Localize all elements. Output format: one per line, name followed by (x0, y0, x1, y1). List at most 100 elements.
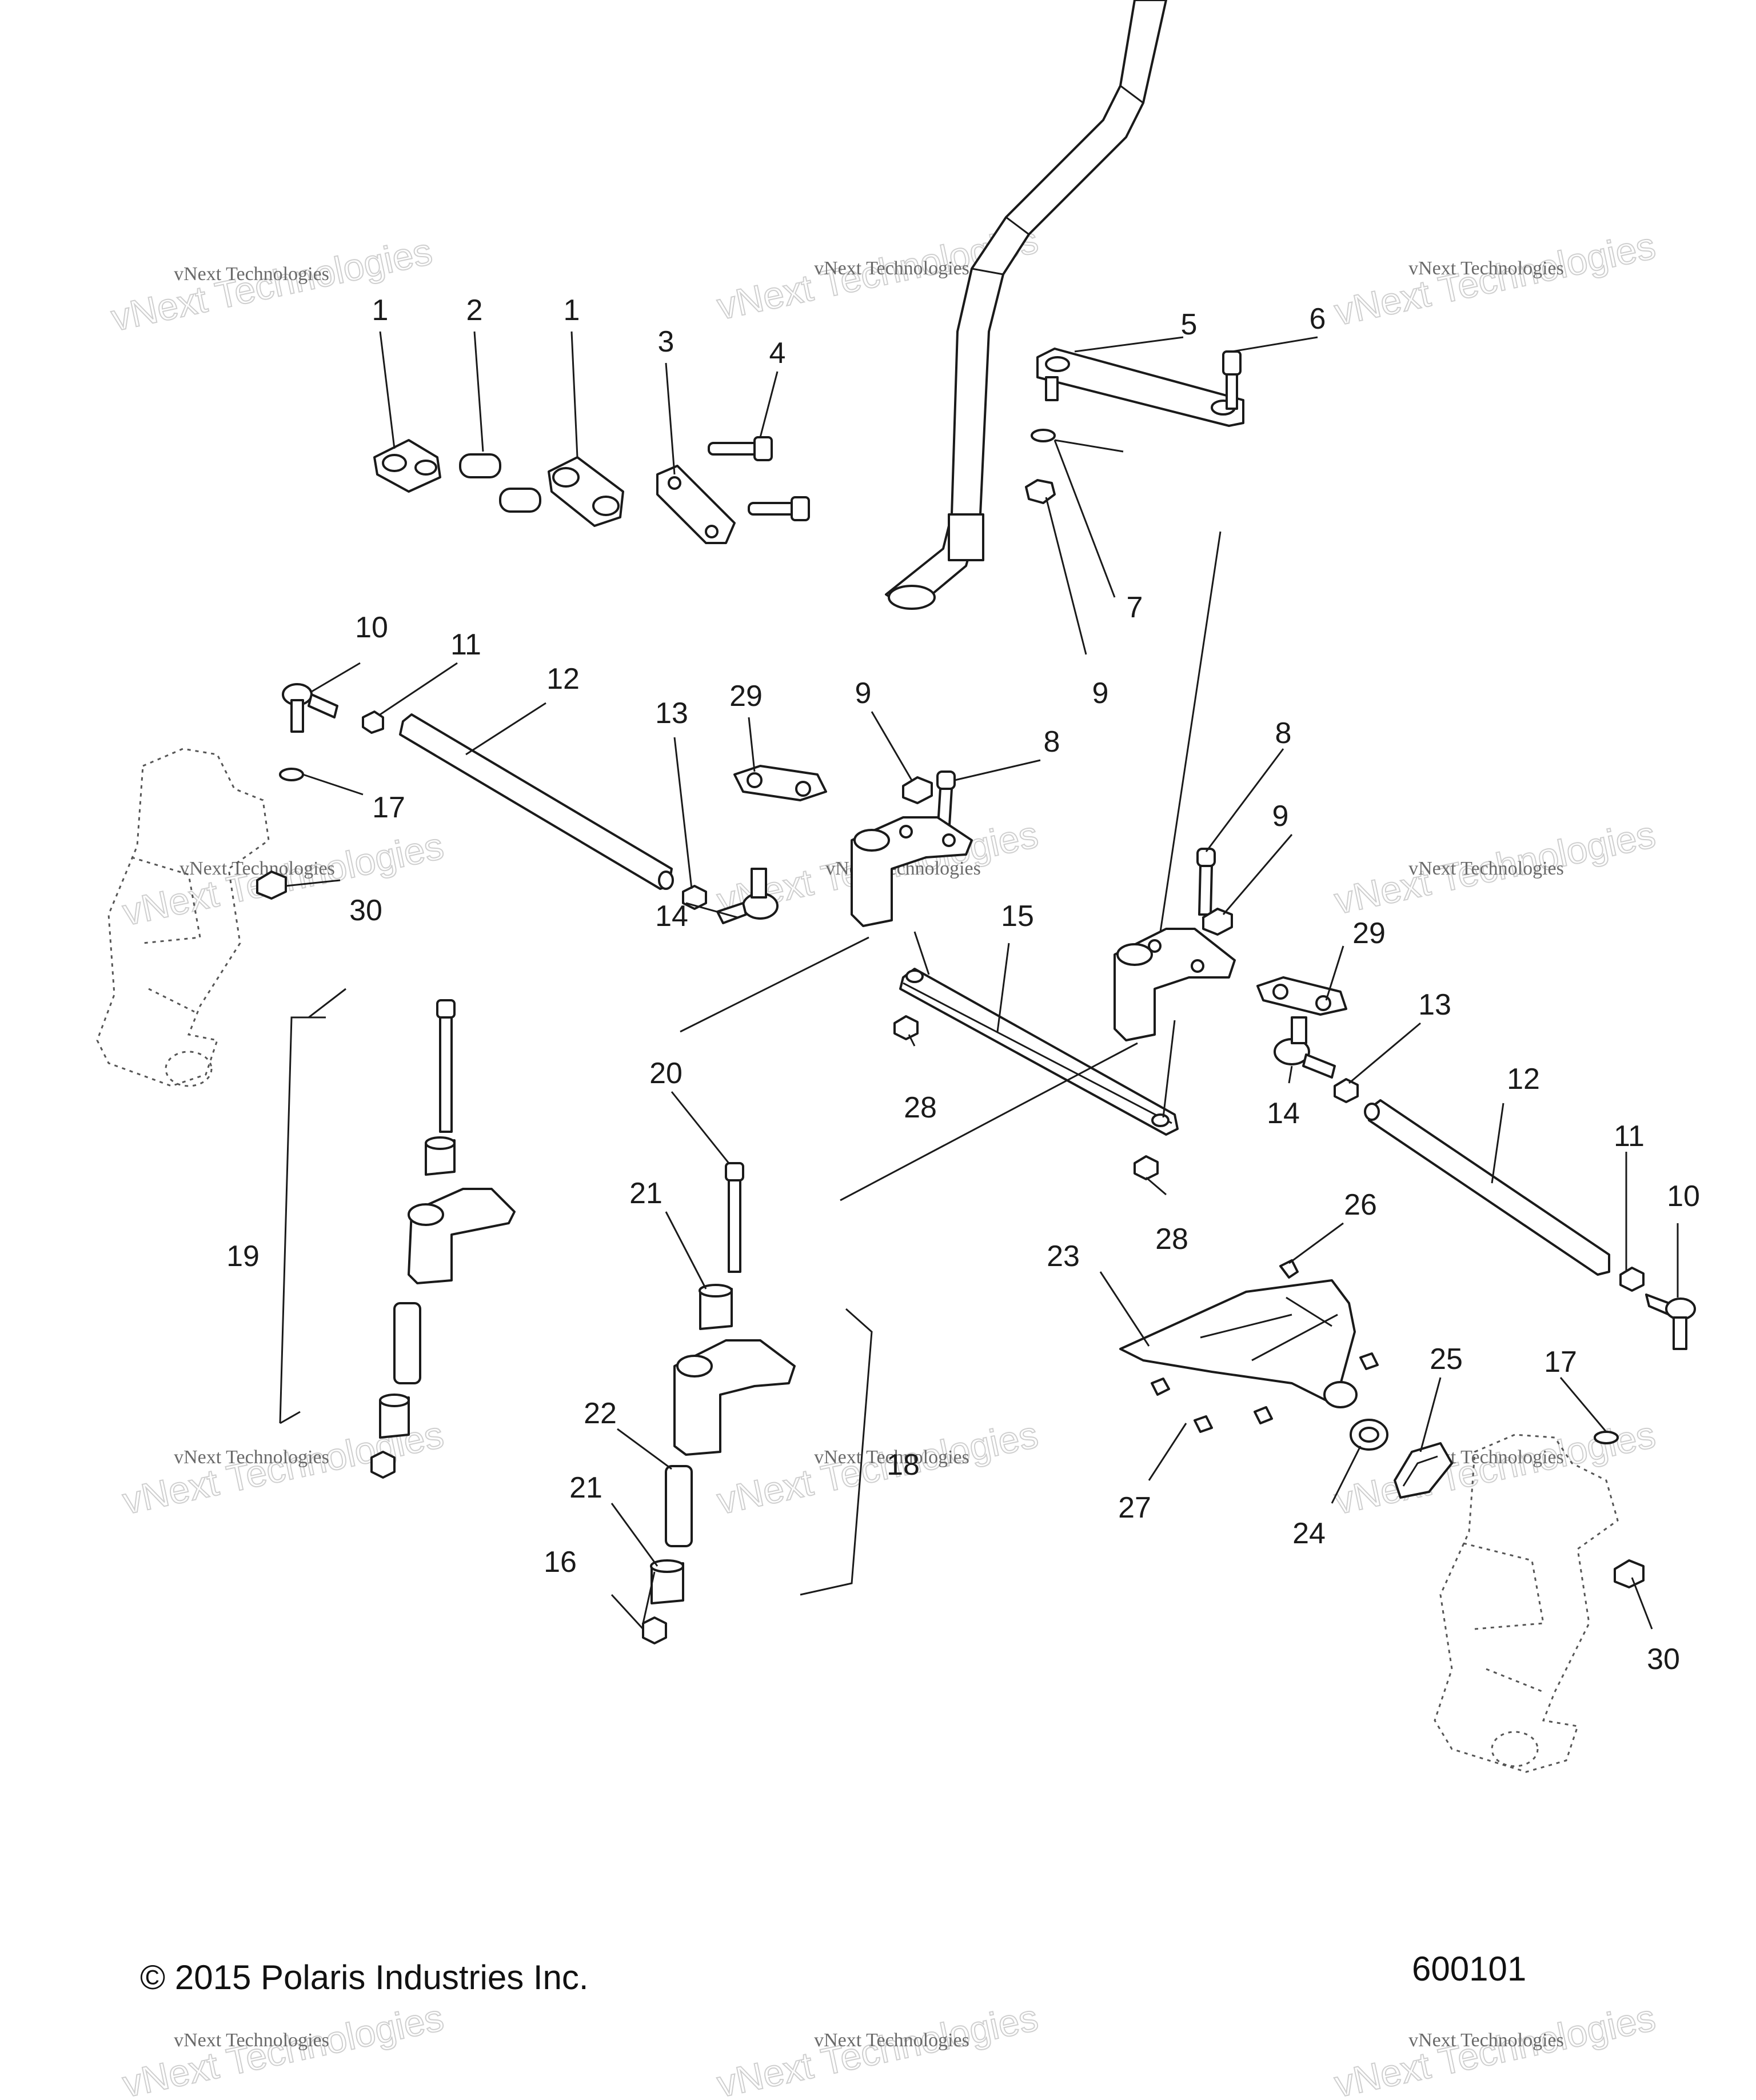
callout-18: 18 (887, 1448, 920, 1482)
plate-29-right (1256, 976, 1347, 1016)
callout-9-right: 9 (1272, 800, 1289, 833)
rivet-27-b (1194, 1415, 1213, 1433)
plate-3 (656, 465, 736, 544)
callout-13-left: 13 (655, 697, 688, 730)
idler-bracket-right (1114, 928, 1236, 1041)
callout-25: 25 (1430, 1343, 1463, 1376)
callout-21-lower: 21 (569, 1471, 602, 1504)
nut-9-mid (902, 776, 933, 804)
callout-12-right: 12 (1507, 1063, 1540, 1096)
pitman-arm (1036, 348, 1244, 427)
callout-13-right: 13 (1418, 988, 1451, 1021)
callout-8-mid: 8 (1044, 725, 1060, 758)
drag-link-15 (899, 968, 1179, 1136)
callout-29-right: 29 (1352, 917, 1386, 950)
diagram-number: 600101 (1412, 1950, 1526, 1988)
nut-9-right (1202, 908, 1233, 936)
rivet-27-d (1359, 1352, 1379, 1370)
svg-text:vNext Technologies: vNext Technologies (814, 1447, 969, 1468)
callout-24: 24 (1292, 1517, 1326, 1550)
idler-kit-18 (642, 1162, 796, 1644)
washer-17-right (1594, 1431, 1619, 1444)
callout-12-left: 12 (546, 662, 580, 696)
callout-11-right: 11 (1614, 1120, 1645, 1153)
callout-3: 3 (658, 325, 675, 358)
bolt-6 (1222, 350, 1242, 410)
nut-30-left (256, 871, 287, 900)
callout-1-right: 1 (564, 294, 580, 327)
tie-rod-end-10-right (1645, 1293, 1696, 1350)
callout-9-top: 9 (1092, 677, 1109, 710)
tie-rod-12-left (399, 713, 674, 890)
tie-rod-12-right (1364, 1099, 1610, 1276)
tie-rod-end-14-left (716, 868, 779, 924)
callout-14-right: 14 (1267, 1097, 1300, 1130)
rivet-27-c (1254, 1406, 1273, 1424)
clamp-1-right (548, 456, 624, 527)
bolts-4 (708, 436, 810, 521)
watermark-bottom-left: vNext Technologies vNext Technologies (118, 1995, 448, 2100)
tie-rod-end-10-left (282, 683, 338, 733)
watermark-top-right: vNext Technologies vNext Technologies (1330, 223, 1659, 334)
plate-29-left (733, 765, 827, 801)
svg-text:vNext Technologies: vNext Technologies (814, 258, 969, 279)
callout-7: 7 (1127, 591, 1143, 624)
callout-8-right: 8 (1275, 717, 1292, 750)
assembly-lines (680, 439, 1222, 1201)
callout-29-left: 29 (729, 680, 763, 713)
svg-text:vNext Technologies: vNext Technologies (174, 2030, 329, 2051)
callout-22: 22 (584, 1397, 617, 1430)
washer-17-left (279, 768, 304, 781)
copyright-text: © 2015 Polaris Industries Inc. (140, 1958, 589, 1997)
jam-nut-11-right (1619, 1267, 1645, 1292)
svg-text:vNext Technologies: vNext Technologies (174, 264, 329, 285)
spacer-2 (459, 453, 541, 513)
nut-30-right (1614, 1559, 1645, 1588)
callout-10-left: 10 (355, 611, 388, 644)
idler-kit-19 (370, 999, 516, 1479)
callout-19: 19 (226, 1240, 260, 1273)
callout-28-right: 28 (1155, 1223, 1188, 1256)
callout-1-left: 1 (372, 294, 389, 327)
svg-text:vNext Technologies: vNext Technologies (814, 2030, 969, 2051)
grommet-24 (1350, 1419, 1388, 1451)
clamp-1-left (373, 439, 441, 493)
leaders (279, 331, 1679, 1630)
bolt-8-right (1196, 848, 1216, 916)
svg-text:vNext Technologies: vNext Technologies (179, 858, 335, 879)
callout-9-mid: 9 (855, 677, 872, 710)
jam-nut-11-left (362, 710, 384, 734)
jam-nut-13-right (1334, 1078, 1359, 1103)
callout-30-right: 30 (1647, 1643, 1680, 1676)
steering-knuckle-right-ghost (1434, 1434, 1619, 1773)
tie-rod-end-14-right (1274, 1016, 1336, 1079)
callout-10-right: 10 (1667, 1180, 1700, 1213)
footer: © 2015 Polaris Industries Inc. 600101 (140, 1950, 1526, 1997)
svg-text:vNext Technologies: vNext Technologies (1408, 2030, 1564, 2051)
callout-17-left: 17 (372, 791, 405, 824)
watermark-mid-right: vNext Technologies vNext Technologies (1330, 812, 1659, 923)
callout-30-left: 30 (349, 894, 382, 927)
callout-28-left: 28 (904, 1091, 937, 1124)
callout-17-right: 17 (1544, 1346, 1577, 1379)
svg-text:vNext Technologies: vNext Technologies (1408, 258, 1564, 279)
callout-2: 2 (466, 294, 483, 327)
watermark-bottom-center: vNext Technologies vNext Technologies (713, 1995, 1042, 2100)
nut-28-left (893, 1015, 919, 1040)
callout-26: 26 (1344, 1188, 1377, 1221)
idler-bracket-left (851, 816, 973, 927)
clamp-25 (1394, 1442, 1453, 1499)
svg-text:vNext Technologies: vNext Technologies (1408, 858, 1564, 879)
callout-21-upper: 21 (629, 1177, 663, 1210)
washer-7 (1031, 429, 1056, 442)
svg-text:vNext Technologies: vNext Technologies (174, 1447, 329, 1468)
callout-27: 27 (1118, 1491, 1151, 1524)
callout-23: 23 (1047, 1240, 1080, 1273)
callout-5: 5 (1181, 308, 1198, 341)
rivet-27-a (1151, 1378, 1170, 1396)
callout-15: 15 (1001, 900, 1034, 933)
callout-6: 6 (1310, 302, 1326, 336)
callouts: 1 2 1 3 4 5 6 7 9 10 11 12 13 29 9 8 14 … (226, 294, 1700, 1676)
rivet-26 (1279, 1259, 1299, 1279)
